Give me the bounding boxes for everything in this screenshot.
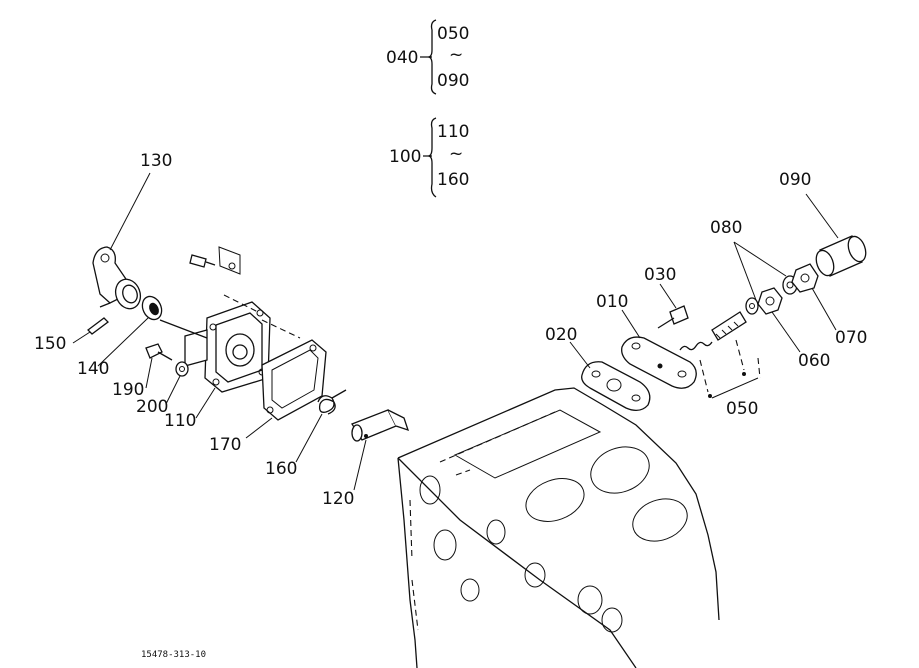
label-070: 070 [835,328,867,348]
group-100-first: 110 [437,122,469,142]
part-070-nut [791,263,819,293]
label-030: 030 [644,265,676,285]
label-150: 150 [34,334,66,354]
engine-block [397,387,720,668]
part-190-bolt [145,343,173,361]
group-100: 100 110 ~ 160 [389,117,469,198]
group-100-last: 160 [437,170,469,190]
group-040: 040 050 ~ 090 [386,19,469,95]
label-010: 010 [596,292,628,312]
group-040-last: 090 [437,71,469,91]
group-100-brace [423,117,437,198]
label-160: 160 [265,459,297,479]
label-140: 140 [77,359,109,379]
part-200-washer [175,361,189,377]
part-090-cap [815,235,867,277]
group-100-sep: ~ [449,144,463,164]
label-080: 080 [710,218,742,238]
part-bolt-small [189,246,241,275]
part-120-shaft [351,409,410,442]
part-020-gasket [581,361,651,412]
group-040-brace [420,19,437,95]
part-080-washer [745,297,759,315]
part-160-spring [317,389,347,415]
label-090: 090 [779,170,811,190]
part-150-pin [87,317,109,335]
group-040-parent: 040 [386,48,418,68]
part-060-nut [757,287,783,315]
label-020: 020 [545,325,577,345]
drawing-code: 15478-313-10 [141,650,206,660]
label-060: 060 [798,351,830,371]
part-170-gasket [261,339,327,421]
part-030-bolt [657,305,689,329]
label-190: 190 [112,380,144,400]
label-110: 110 [164,411,196,431]
part-140-bushing [141,295,163,321]
part-050-adjust-screw [679,311,761,399]
label-200: 200 [136,397,168,417]
group-040-first: 050 [437,24,469,44]
part-130-lever [92,246,142,310]
part-010-plate [621,336,697,389]
label-130: 130 [140,151,172,171]
label-170: 170 [209,435,241,455]
part-labels: 130 150 140 190 200 110 170 160 120 020 … [34,151,867,509]
group-040-sep: ~ [449,45,463,65]
group-100-parent: 100 [389,147,421,167]
leader-lines [72,172,839,491]
label-120: 120 [322,489,354,509]
part-110-housing [159,294,301,393]
label-050: 050 [726,399,758,419]
